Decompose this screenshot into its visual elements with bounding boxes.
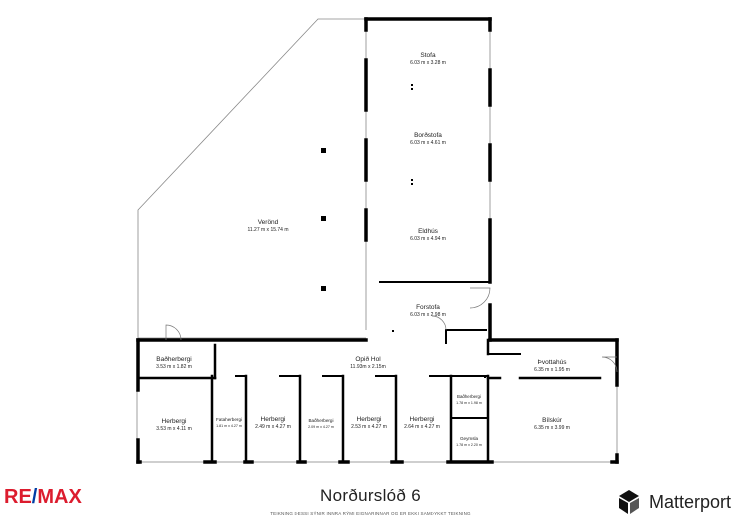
matterport-wordmark: Matterport (648, 491, 731, 512)
room-bordstofa-name: Borðstofa (414, 131, 442, 139)
room-badherbergi3-dims: 1.78 m x 1.98 m (456, 401, 482, 405)
door-swings (165, 287, 618, 373)
room-verond-dims: 11.27 m x 15.74 m (247, 227, 288, 233)
room-badherbergi2-name: Baðherbergi (308, 417, 333, 423)
room-thvottahus-dims: 6.35 m x 1.95 m (534, 367, 570, 373)
room-thvottahus-name: Þvottahús (538, 359, 568, 366)
floor-plan: Stofa 6.03 m x 3.28 m Borðstofa 6.03 m x… (136, 17, 619, 464)
room-fataherbergi-dims: 1.81 m x 4.27 m (216, 424, 242, 428)
room-badherbergi2-dims: 2.09 m x 4.27 m (308, 425, 334, 429)
room-forstofa-dims: 6.03 m x 2.98 m (410, 312, 446, 318)
room-bordstofa-dims: 6.03 m x 4.61 m (410, 140, 446, 146)
room-herbergi2-dims: 2.49 m x 4.27 m (255, 424, 291, 430)
room-stofa-name: Stofa (420, 52, 436, 59)
room-eldhus-dims: 6.03 m x 4.94 m (410, 236, 446, 242)
room-labels: Stofa 6.03 m x 3.28 m Borðstofa 6.03 m x… (156, 52, 570, 447)
room-herbergi1-name: Herbergi (162, 418, 187, 425)
remax-logo-part2: / (31, 486, 38, 508)
room-herbergi4-dims: 2.64 m x 4.27 m (404, 424, 440, 430)
remax-logo: RE/MAX (4, 486, 82, 509)
disclaimer-text: TEIKNING ÞESSI SÝNIR INNRA RÝMI EIGNARIN… (270, 511, 471, 516)
remax-logo-part1: RE (4, 486, 32, 508)
room-badherbergi1-dims: 3.53 m x 1.82 m (156, 364, 192, 370)
room-herbergi4-name: Herbergi (410, 416, 435, 423)
room-fataherbergi-name: Fataherbergi (216, 417, 242, 422)
windows (136, 18, 618, 463)
room-opid-hol-dims: 11.93m x 2.15m (350, 364, 385, 370)
deck-outline (137, 18, 366, 339)
remax-logo-part3: MAX (37, 486, 82, 508)
room-herbergi3-dims: 2.53 m x 4.27 m (351, 424, 387, 430)
room-forstofa-name: Forstofa (416, 304, 440, 311)
room-herbergi1-dims: 3.53 m x 4.11 m (156, 426, 191, 432)
matterport-icon (618, 490, 639, 514)
deck-posts (321, 84, 486, 378)
room-geymsla-name: Geymsla (460, 436, 479, 441)
room-stofa-dims: 6.03 m x 3.28 m (410, 60, 446, 66)
room-bilskur-dims: 6.35 m x 3.99 m (534, 425, 570, 431)
room-herbergi2-name: Herbergi (261, 416, 286, 423)
room-opid-hol-name: Opið Hol (355, 355, 381, 363)
matterport-logo: Matterport (615, 486, 731, 518)
room-herbergi3-name: Herbergi (357, 416, 382, 423)
walls (136, 17, 619, 464)
room-verond-name: Verönd (258, 219, 279, 226)
room-bilskur-name: Bílskúr (542, 417, 563, 424)
room-geymsla-dims: 1.78 m x 2.20 m (456, 443, 482, 447)
room-badherbergi3-name: Baðherbergi (457, 394, 481, 399)
room-badherbergi1-name: Baðherbergi (156, 355, 191, 363)
room-eldhus-name: Eldhús (418, 228, 439, 235)
property-title: Norðurslóð 6 (320, 486, 421, 505)
